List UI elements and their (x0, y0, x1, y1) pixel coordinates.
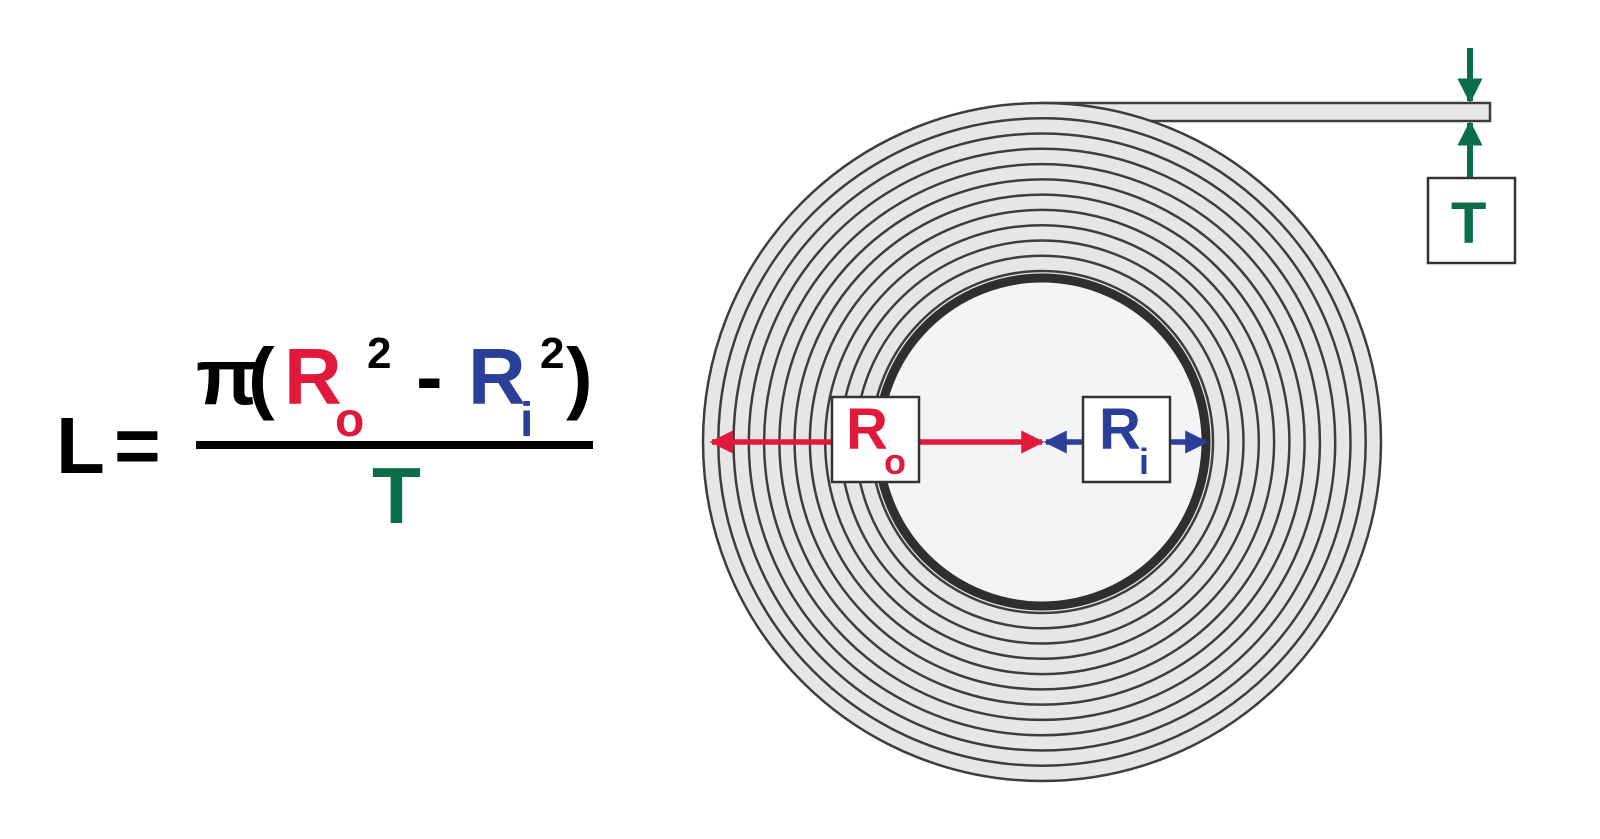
outer-radius-label-symbol: R (846, 397, 888, 462)
formula-inner-radius-subscript: i (520, 394, 533, 447)
inner-radius-dimension: R i (1043, 395, 1209, 484)
inner-radius-label-box (1081, 395, 1172, 484)
formula-pi: π (196, 332, 257, 421)
fraction-bar (196, 441, 593, 449)
formula-close-paren: ) (566, 332, 593, 421)
formula-outer-radius-subscript: o (335, 394, 364, 447)
formula-denominator: T (372, 451, 421, 540)
formula-outer-radius-symbol: R (284, 332, 342, 421)
length-formula: L = π ( R o 2 - R i 2 ) T (56, 329, 593, 540)
formula-minus: - (416, 332, 443, 421)
formula-inner-radius-symbol: R (468, 332, 526, 421)
formula-inner-exponent: 2 (540, 329, 564, 378)
formula-lhs: L (56, 401, 105, 490)
outer-radius-label-box (830, 395, 921, 484)
outer-radius-dimension: R o (709, 395, 1045, 484)
formula-equals: = (114, 401, 161, 490)
thickness-dimension: T (1426, 48, 1517, 265)
inner-radius-label-subscript: i (1139, 441, 1149, 482)
roll-layers (717, 117, 1367, 767)
outer-radius-label-subscript: o (884, 441, 906, 482)
thickness-label-box (1426, 176, 1517, 265)
formula-outer-exponent: 2 (367, 329, 391, 378)
formula-open-paren: ( (248, 332, 275, 421)
inner-radius-label-symbol: R (1099, 397, 1141, 462)
thickness-label: T (1451, 191, 1486, 256)
